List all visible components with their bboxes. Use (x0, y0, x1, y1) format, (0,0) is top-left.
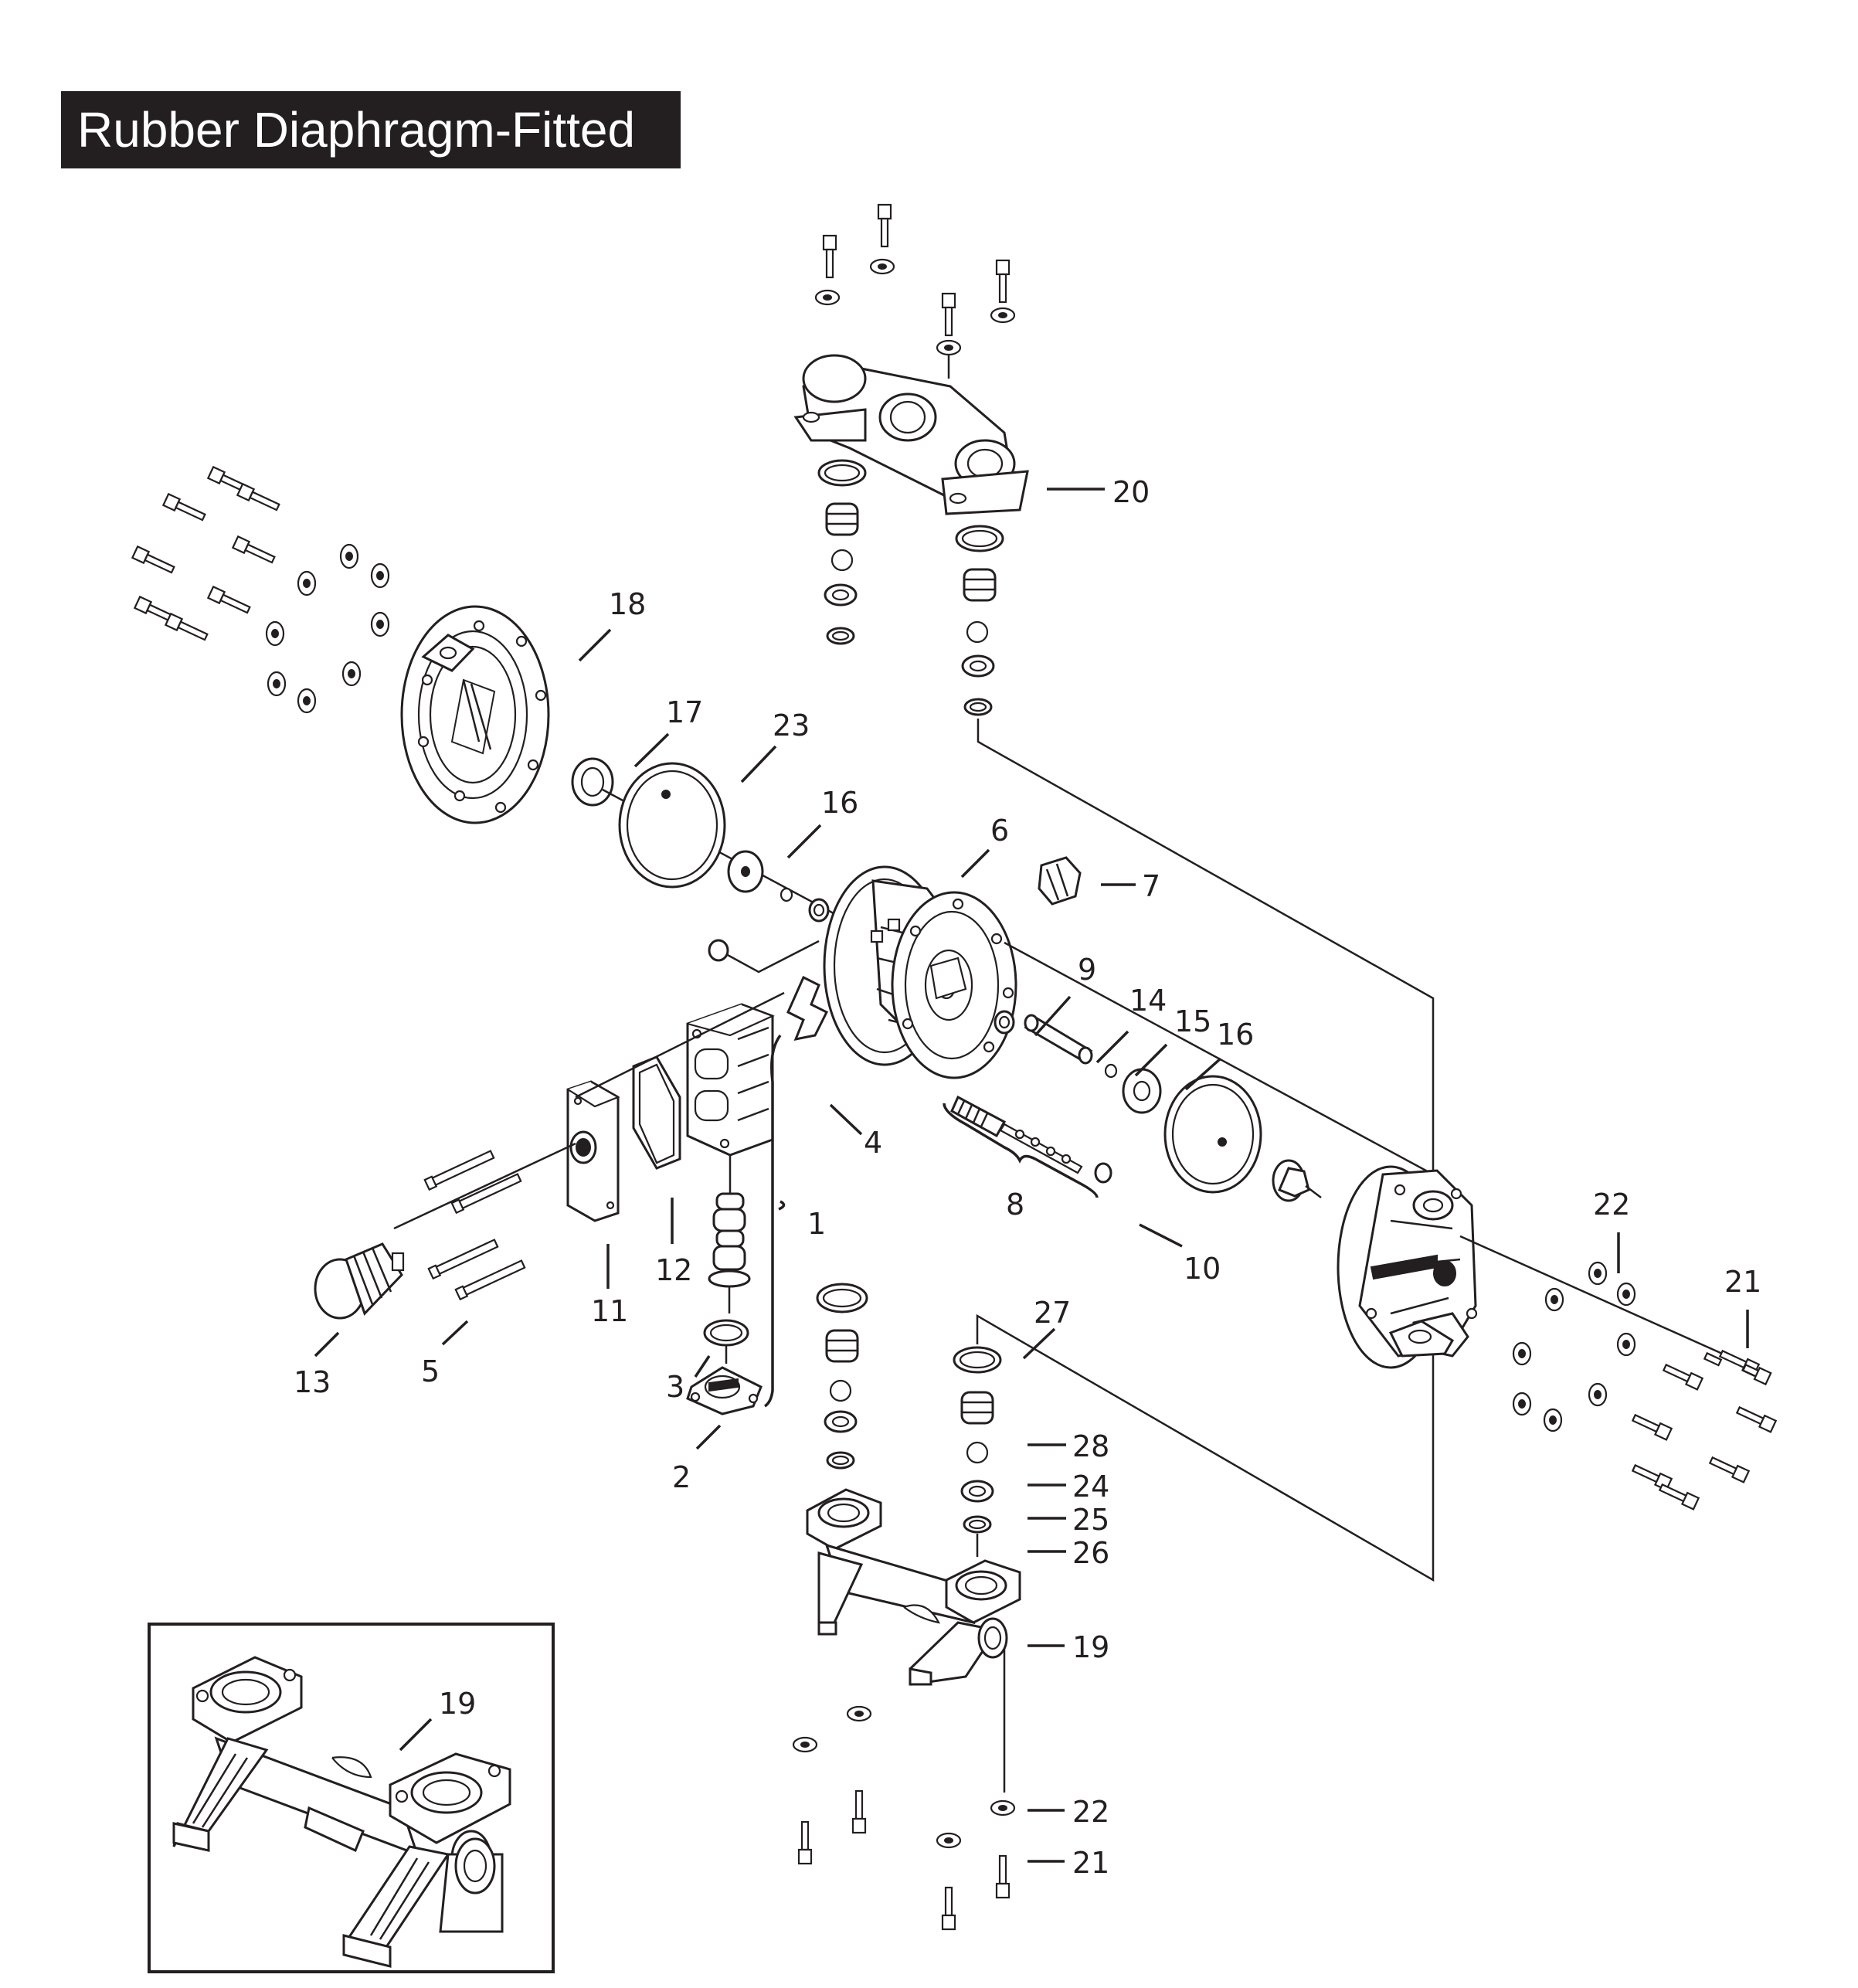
callout-9: 9 (1078, 953, 1096, 987)
callout-8: 8 (1006, 1188, 1024, 1222)
intake-bottom-bolts (792, 1650, 1016, 1931)
air-valve-bolts (423, 1150, 526, 1301)
right-outer-chamber (1337, 1165, 1478, 1369)
manifold-top-bolts (814, 203, 1016, 356)
callout-5: 5 (421, 1354, 440, 1388)
callout-6: 6 (990, 814, 1009, 848)
callout-25: 25 (1072, 1503, 1109, 1537)
callout-21-right: 21 (1724, 1265, 1761, 1299)
pilot-valve (943, 1095, 1112, 1198)
left-diaphragm-stack (571, 757, 843, 923)
callout-19-inset: 19 (439, 1687, 476, 1721)
air-valve-gasket (632, 1055, 681, 1170)
callout-10: 10 (1184, 1252, 1221, 1286)
callout-16: 16 (821, 786, 858, 820)
callout-13: 13 (294, 1365, 331, 1399)
callout-labels: 20 18 17 23 16 6 7 9 14 15 16 4 8 10 1 1… (294, 475, 1761, 1880)
callout-19: 19 (1072, 1630, 1109, 1664)
callout-2: 2 (672, 1460, 691, 1494)
callout-14: 14 (1129, 984, 1167, 1018)
left-outer-chamber (400, 605, 550, 824)
callout-7: 7 (1142, 869, 1160, 903)
air-valve-spool (686, 1155, 763, 1415)
callout-12: 12 (655, 1253, 692, 1287)
callout-4: 4 (864, 1126, 882, 1160)
shaft-assembly (1024, 1014, 1322, 1202)
inset-alternate-manifold (148, 1623, 555, 1973)
pilot-plug (1038, 856, 1082, 906)
callout-18: 18 (609, 587, 646, 621)
air-valve-body (686, 1003, 775, 1157)
callout-23: 23 (773, 709, 810, 743)
right-chamber-bolts (1459, 1235, 1778, 1511)
callout-17: 17 (666, 695, 703, 729)
callout-28: 28 (1072, 1429, 1109, 1463)
intake-valve-stack (816, 1283, 1002, 1557)
callout-16-right: 16 (1217, 1018, 1254, 1052)
retaining-ring-left (708, 939, 820, 974)
left-chamber-bolts (131, 465, 390, 714)
callout-20: 20 (1112, 475, 1150, 509)
callout-26: 26 (1072, 1536, 1109, 1570)
diagram-title: Rubber Diaphragm-Fitted (77, 102, 636, 158)
callout-15: 15 (1174, 1004, 1211, 1038)
callout-11: 11 (591, 1294, 628, 1328)
callout-21-bottom: 21 (1072, 1846, 1109, 1880)
center-section (786, 865, 1017, 1079)
callout-22-right: 22 (1593, 1188, 1630, 1222)
callout-3: 3 (666, 1370, 684, 1404)
muffler (314, 1242, 405, 1320)
discharge-manifold (793, 203, 1029, 716)
air-valve-cap (566, 1080, 620, 1222)
title-banner (61, 91, 681, 168)
intake-manifold (806, 1488, 1021, 1686)
callout-27: 27 (1034, 1296, 1071, 1330)
callout-22-bottom: 22 (1072, 1795, 1109, 1829)
callout-24: 24 (1072, 1470, 1109, 1504)
callout-1: 1 (807, 1207, 826, 1241)
